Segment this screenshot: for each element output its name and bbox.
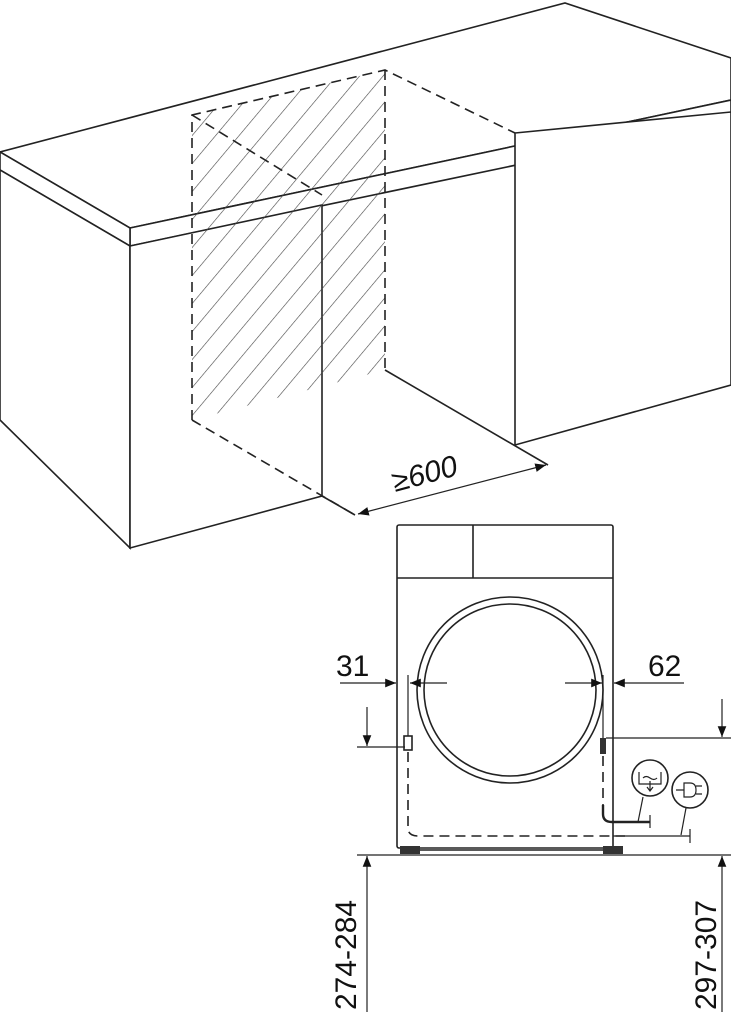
right-cabinet-front — [514, 111, 731, 447]
water-drain-icon — [631, 759, 669, 823]
niche-floor-right — [384, 369, 549, 466]
washer-foot-left — [400, 846, 420, 854]
niche-top-edge — [191, 114, 323, 196]
washer-front-view: 31 62 274-284 297-307 — [330, 524, 731, 1012]
left-height-label: 274-284 — [330, 900, 363, 1010]
right-offset-label: 62 — [648, 650, 681, 683]
inlet-hose-path — [407, 752, 625, 837]
kitchen-counter: ≥600 — [0, 2, 731, 550]
left-offset-label: 31 — [336, 650, 369, 683]
washer-foot-right — [603, 846, 623, 854]
niche-width-label: ≥600 — [388, 450, 461, 499]
niche-width-dimension — [357, 463, 547, 516]
drain-connector — [600, 738, 606, 754]
drain-hose-exit — [601, 805, 650, 824]
washer-body — [396, 524, 614, 849]
washer-door-inner — [423, 603, 597, 777]
power-plug-icon — [671, 771, 709, 836]
right-height-label: 297-307 — [690, 900, 723, 1010]
niche-floor-edge — [321, 495, 356, 516]
niche-back-wall-hatch — [192, 70, 385, 420]
niche-outline-dashed — [191, 69, 516, 420]
